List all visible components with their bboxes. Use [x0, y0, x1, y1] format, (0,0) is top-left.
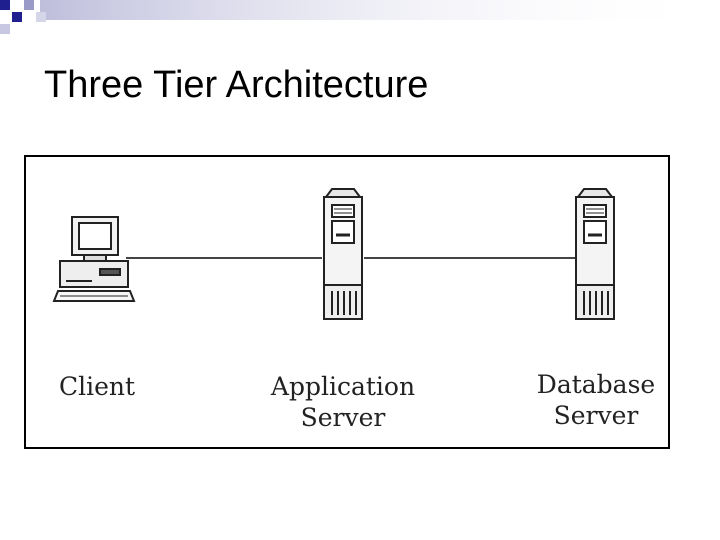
server-tower-icon [575, 188, 615, 320]
client-label: Client [52, 371, 142, 402]
label-line: Client [58, 372, 136, 401]
decor-square [36, 12, 46, 22]
architecture-diagram: Client Application Server Database Serve… [24, 155, 670, 449]
application-server-label: Application Server [270, 371, 416, 433]
decor-square [24, 0, 34, 10]
slide-title: Three Tier Architecture [44, 64, 429, 106]
decor-square [0, 0, 10, 10]
desktop-computer-icon [52, 216, 136, 302]
decor-square [12, 12, 22, 22]
server-tower-icon [323, 188, 363, 320]
decor-square [0, 24, 10, 34]
label-line: Database [536, 370, 656, 399]
diagram-canvas [52, 188, 615, 320]
label-line: Server [553, 401, 639, 430]
label-line: Server [300, 403, 386, 432]
database-server-label: Database Server [526, 369, 666, 431]
label-line: Application [270, 372, 416, 401]
decor-bar [40, 0, 720, 20]
corner-decoration [0, 0, 720, 34]
